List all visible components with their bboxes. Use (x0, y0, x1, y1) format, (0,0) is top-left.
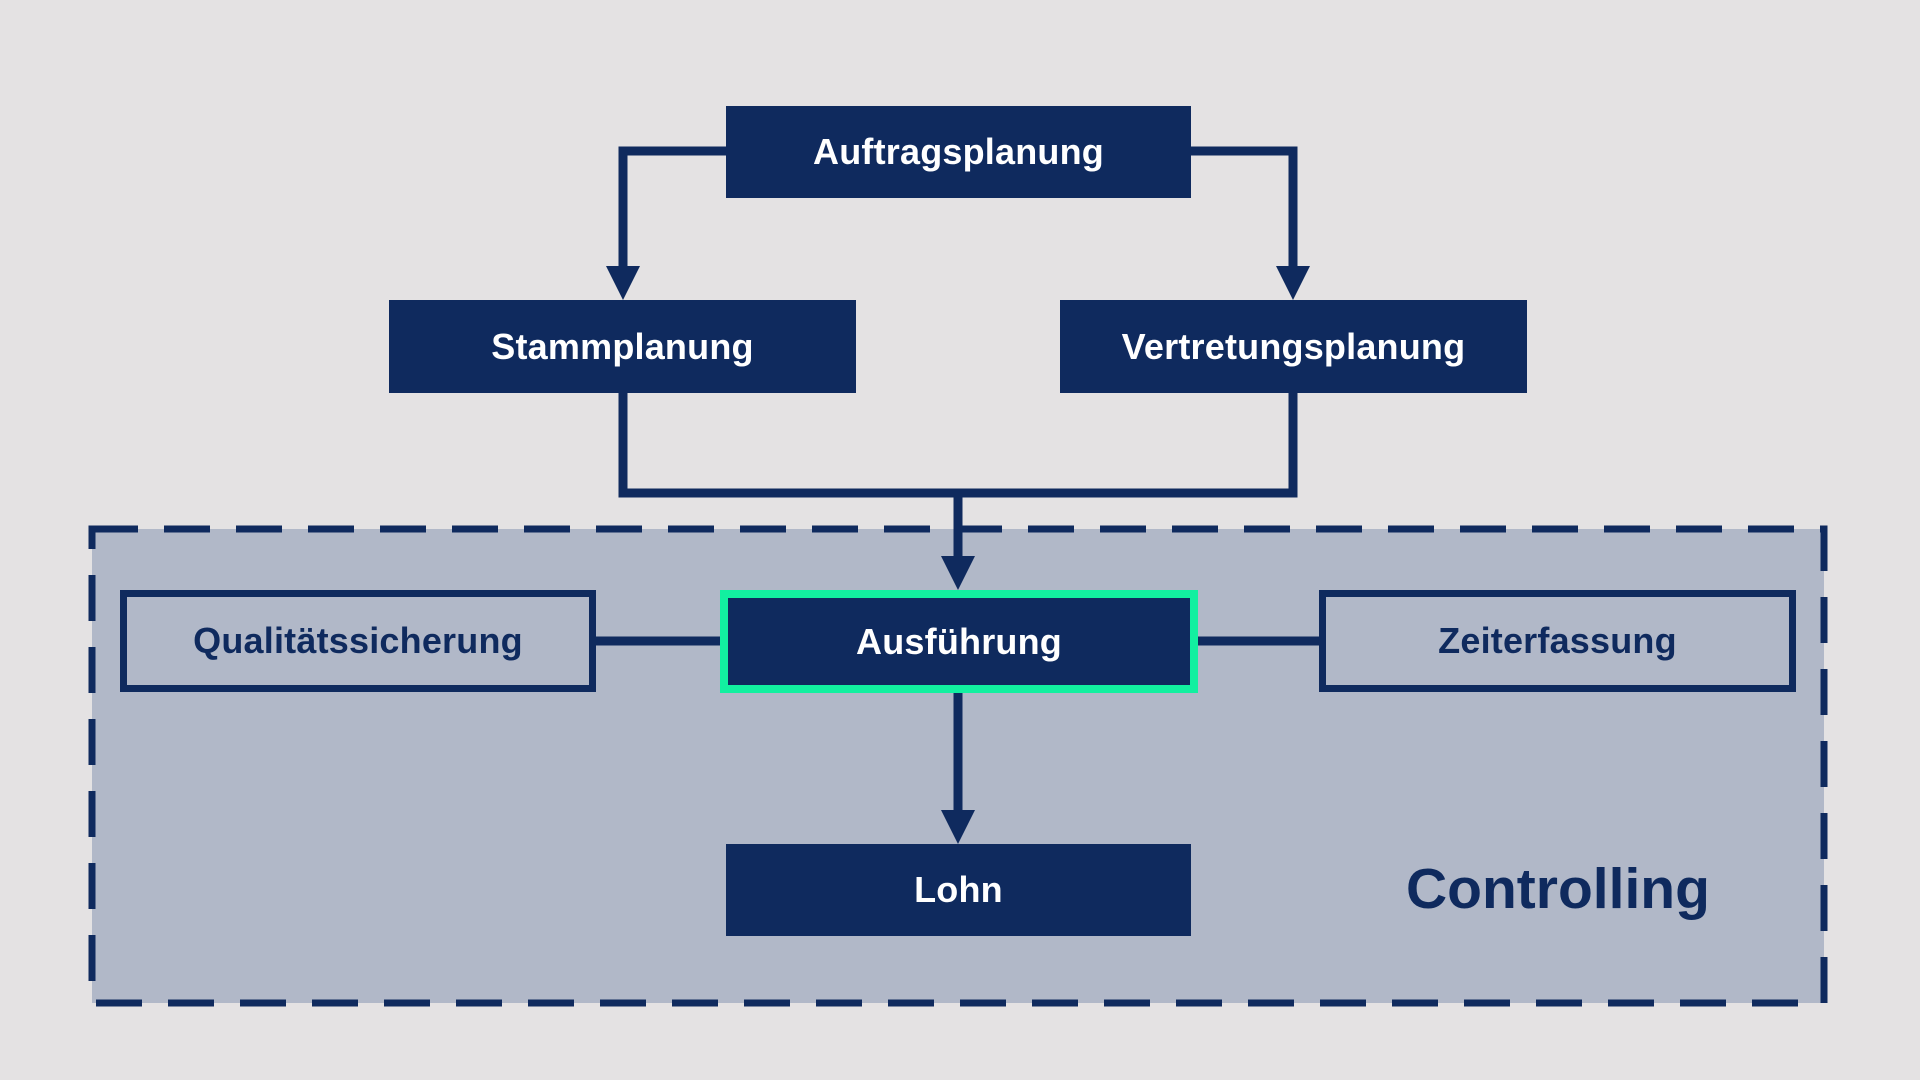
node-vertretungsplanung[interactable]: Vertretungsplanung (1060, 300, 1527, 393)
node-qualitaetssicherung[interactable]: Qualitätssicherung (120, 590, 596, 692)
arrowhead-lohn (941, 810, 975, 844)
node-auftragsplanung[interactable]: Auftragsplanung (726, 106, 1191, 198)
node-lohn[interactable]: Lohn (726, 844, 1191, 936)
node-zeiterfassung-label: Zeiterfassung (1438, 620, 1677, 661)
node-qualitaetssicherung-label: Qualitätssicherung (193, 620, 523, 661)
controlling-group-label: Controlling (1406, 857, 1710, 921)
connector-auftrag-to-vertretung (1190, 146, 1298, 268)
node-stammplanung[interactable]: Stammplanung (389, 300, 856, 393)
node-lohn-label: Lohn (914, 869, 1003, 910)
node-stammplanung-label: Stammplanung (491, 325, 754, 367)
connector-merge-to-ausfuehrung (618, 393, 1298, 498)
arrowhead-stammplanung (606, 266, 640, 300)
connector-auftrag-to-stamm (618, 146, 726, 268)
arrowhead-vertretungsplanung (1276, 266, 1310, 300)
arrowhead-ausfuehrung (941, 556, 975, 590)
node-vertretungsplanung-label: Vertretungsplanung (1121, 325, 1466, 367)
node-auftragsplanung-label: Auftragsplanung (813, 131, 1104, 172)
node-ausfuehrung-label: Ausführung (856, 620, 1062, 662)
node-ausfuehrung[interactable]: Ausführung (720, 590, 1198, 693)
node-zeiterfassung[interactable]: Zeiterfassung (1319, 590, 1796, 692)
